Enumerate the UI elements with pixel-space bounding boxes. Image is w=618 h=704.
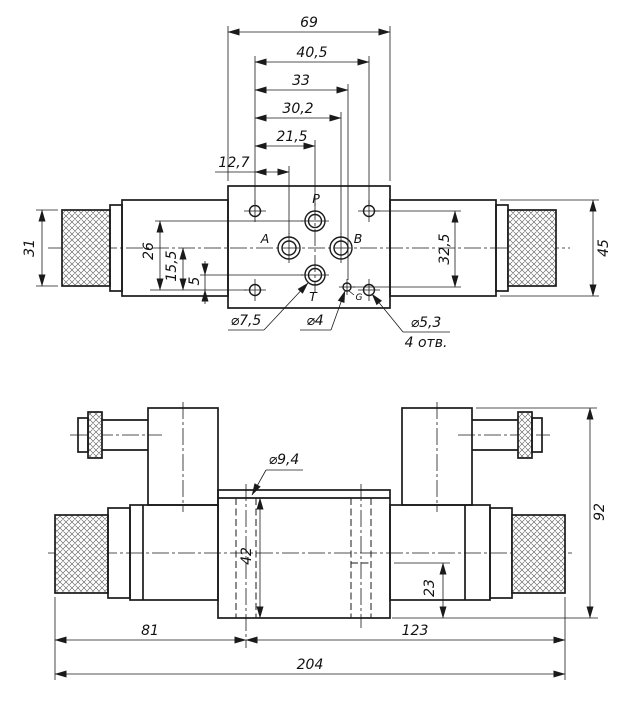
dim-overall-height: 92 [592, 503, 608, 521]
label-port-p: P [312, 191, 320, 206]
right-solenoid-tube-side [389, 504, 491, 601]
label-bolt-hole-note: 4 отв. [405, 335, 448, 351]
dim-bolt-span-x: 40,5 [296, 45, 327, 61]
dim-counterbore-depth: 23 [422, 579, 438, 597]
dim-solenoid-dia: 45 [596, 239, 612, 257]
label-hole-dia: ⌀9,4 [269, 452, 300, 468]
label-port-b: B [354, 231, 363, 246]
dim-overall-width: 69 [300, 15, 318, 31]
dim-hole-depth: 42 [239, 547, 255, 565]
left-connector-box [147, 407, 219, 506]
top-view-ports [248, 204, 376, 297]
label-t-port-dia: ⌀7,5 [231, 313, 262, 329]
top-view-outline [61, 185, 557, 309]
top-view-centerlines [48, 203, 570, 293]
top-view-extension-lines [36, 26, 599, 297]
right-coil-nut-side [511, 514, 566, 594]
dim-overall-length: 204 [297, 657, 324, 673]
side-view-dimension-lines [54, 407, 594, 678]
dim-port-a-x: 12,7 [218, 155, 249, 171]
side-view-outline [54, 407, 566, 619]
dim-gauge-y: 32,5 [437, 233, 453, 264]
dim-port-b-x: 30,2 [282, 101, 313, 117]
label-gauge-g: G [356, 293, 363, 303]
dim-port-ab-y: 15,5 [164, 250, 180, 281]
label-gauge-dia: ⌀4 [306, 313, 323, 329]
right-coil-nut [507, 209, 557, 287]
right-plug-cap [531, 417, 543, 453]
left-plug-cap [77, 417, 89, 453]
left-coil-nut-side [54, 514, 109, 594]
label-bolt-hole-dia: ⌀5,3 [411, 315, 442, 331]
top-view-center-marks [244, 200, 380, 301]
label-port-a: A [260, 231, 270, 246]
dim-port-t-y: 5 [187, 276, 203, 285]
side-view-leaders [251, 469, 303, 496]
right-connector-box [401, 407, 473, 506]
side-view-centerlines [48, 402, 572, 648]
dim-left-span: 81 [141, 623, 159, 639]
right-plug-gland [517, 411, 533, 459]
dim-nut-height: 31 [22, 239, 38, 257]
label-port-t: T [309, 289, 318, 304]
side-view-hidden-lines [235, 498, 372, 618]
top-view: 69 40,5 33 30,2 21,5 12,7 31 26 15,5 5 3… [22, 15, 612, 351]
side-view-extension-lines [54, 407, 598, 680]
side-view: ⌀9,4 42 23 92 81 123 204 [48, 402, 608, 680]
left-plug-gland [87, 411, 103, 459]
dim-right-span: 123 [402, 623, 429, 639]
top-view-leaders [228, 282, 450, 333]
dim-gauge-x: 33 [292, 73, 310, 89]
dim-port-p-y: 26 [141, 242, 157, 260]
top-view-dimension-lines [38, 28, 597, 304]
left-coil-nut [61, 209, 111, 287]
dim-port-p-x: 21,5 [276, 129, 307, 145]
